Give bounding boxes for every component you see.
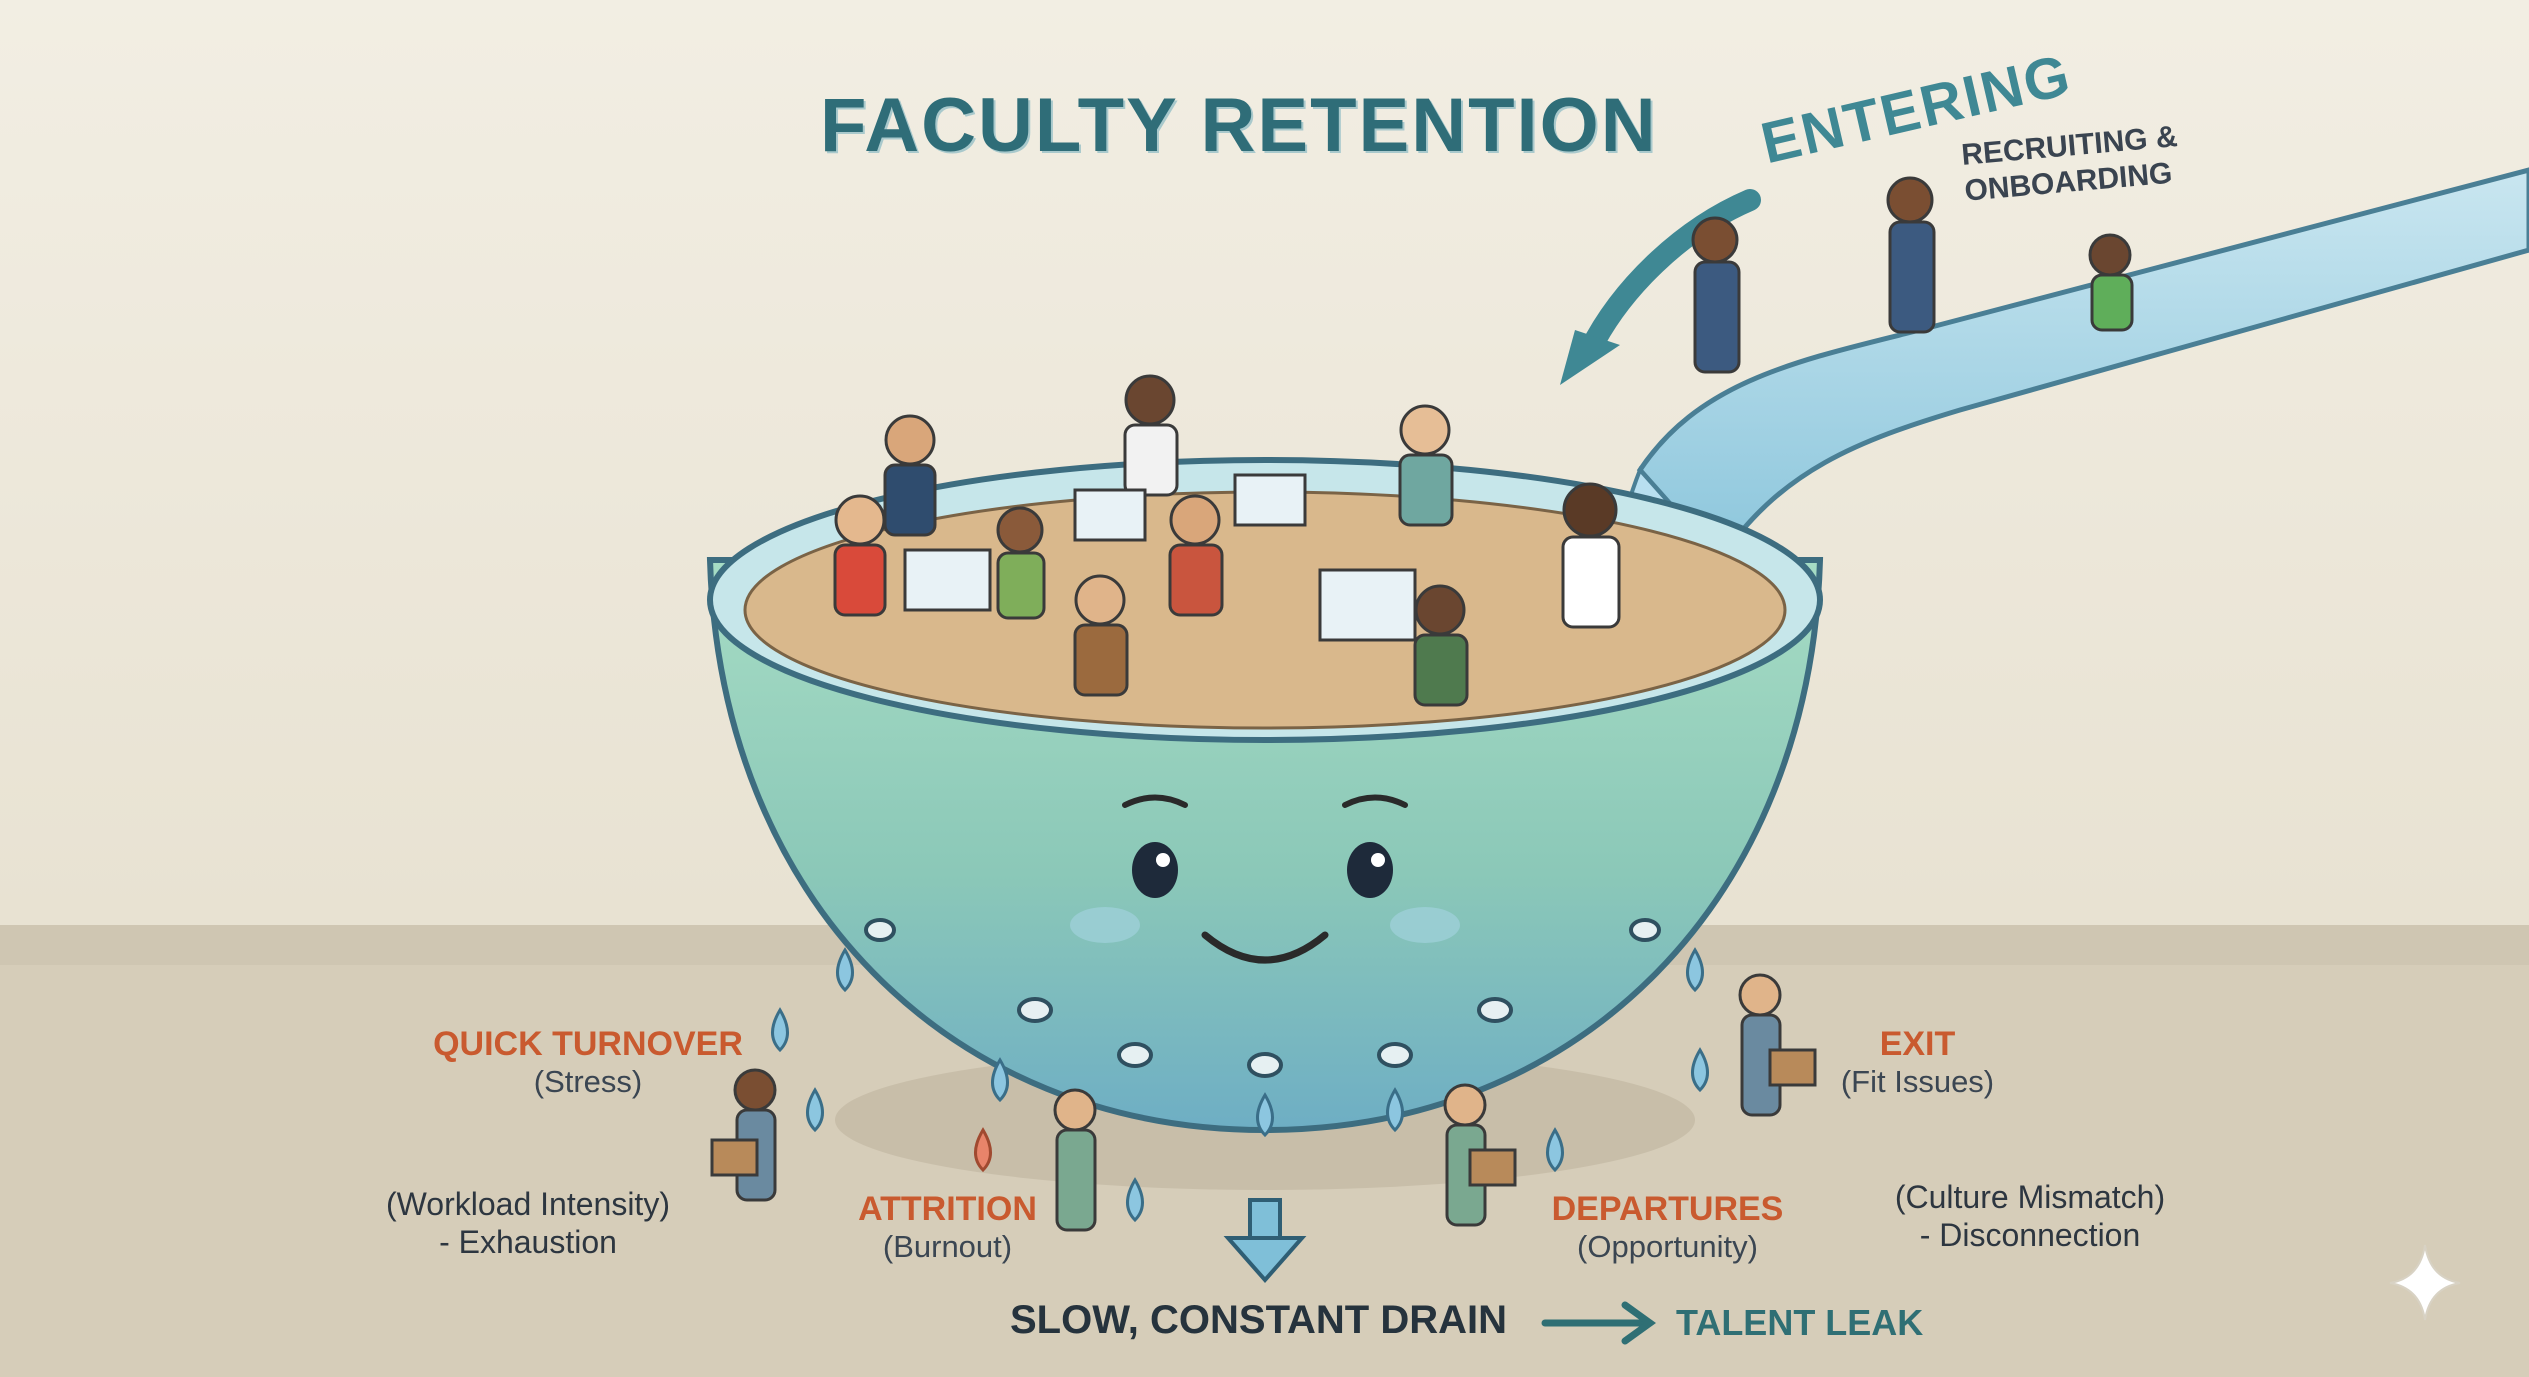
leak-holes bbox=[864, 918, 1661, 1078]
leak-attrition: ATTRITION (Burnout) bbox=[840, 1190, 1055, 1265]
leaving-people bbox=[710, 973, 1817, 1232]
talent-leak-label: TALENT LEAK bbox=[1676, 1302, 1924, 1343]
leak-quick-turnover: QUICK TURNOVER (Stress) bbox=[428, 1025, 748, 1100]
leak-sub: (Stress) bbox=[533, 1064, 643, 1099]
leak-sub: (Opportunity) bbox=[1577, 1229, 1758, 1264]
curved-arrow-icon bbox=[1579, 189, 1761, 361]
sparkle-icon bbox=[2389, 1244, 2461, 1321]
page-title: FACULTY RETENTION bbox=[820, 83, 1658, 168]
leak-note-quick-turnover: (Workload Intensity) - Exhaustion bbox=[368, 1185, 688, 1261]
note-line-2: - Exhaustion bbox=[439, 1224, 617, 1260]
leak-label: DEPARTURES bbox=[1551, 1190, 1784, 1228]
leak-sub: (Fit Issues) bbox=[1840, 1064, 1995, 1099]
leak-exit: EXIT (Fit Issues) bbox=[1820, 1025, 2015, 1100]
leak-departures: DEPARTURES (Opportunity) bbox=[1535, 1190, 1800, 1265]
monitors bbox=[903, 473, 1417, 642]
leak-label: QUICK TURNOVER bbox=[433, 1025, 743, 1063]
entering-people bbox=[1691, 176, 2134, 374]
leak-sub: (Burnout) bbox=[882, 1229, 1013, 1264]
down-arrow-icon bbox=[1223, 1198, 1307, 1284]
note-line-2: - Disconnection bbox=[1919, 1217, 2141, 1253]
water-drop-icon bbox=[771, 947, 1709, 1223]
note-line-1: (Culture Mismatch) bbox=[1894, 1179, 2166, 1215]
leak-note-exit: (Culture Mismatch) - Disconnection bbox=[1870, 1178, 2190, 1254]
leak-label: ATTRITION bbox=[858, 1190, 1037, 1228]
faculty-people bbox=[833, 374, 1621, 707]
bowl-face bbox=[1070, 794, 1460, 964]
note-line-1: (Workload Intensity) bbox=[386, 1186, 670, 1222]
right-arrow-icon bbox=[1541, 1301, 1656, 1345]
entry-pipe bbox=[1636, 167, 2529, 565]
drain-label: SLOW, CONSTANT DRAIN bbox=[1010, 1298, 1508, 1342]
leak-label: EXIT bbox=[1879, 1025, 1956, 1063]
